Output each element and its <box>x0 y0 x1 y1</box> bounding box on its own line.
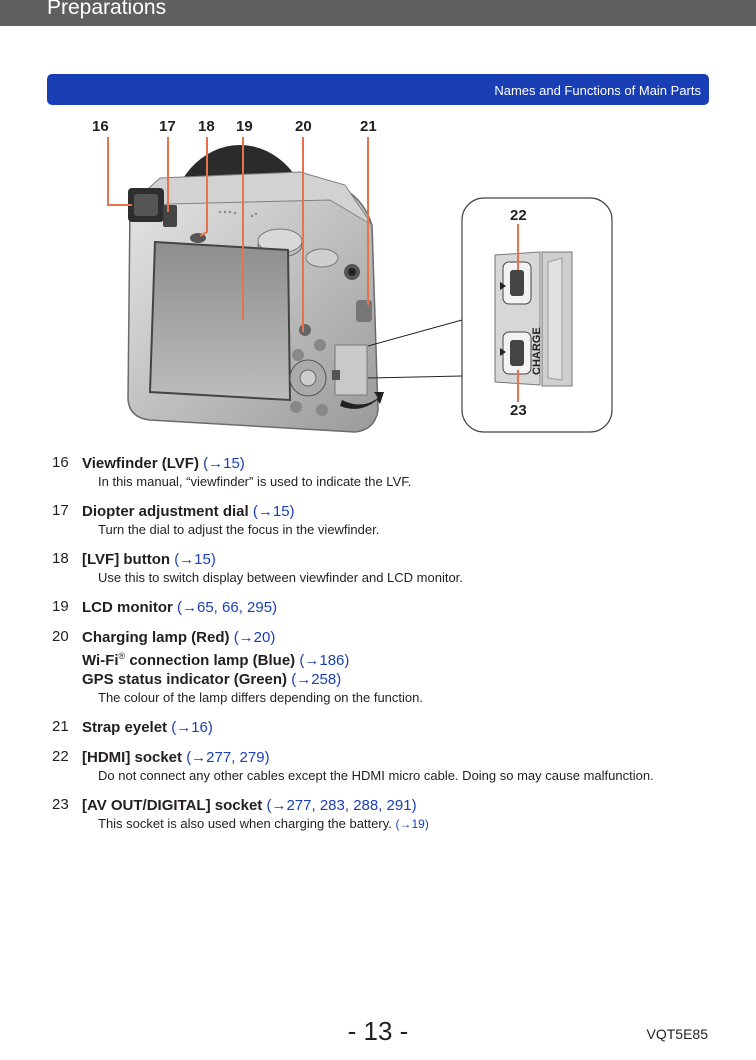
item-label: GPS status indicator (Green) <box>82 671 288 688</box>
item-description: This socket is also used when charging t… <box>98 816 392 831</box>
page-reference-link[interactable]: (→258) <box>291 671 342 688</box>
item-label: [LVF] button <box>82 551 171 568</box>
header-title: Preparations <box>47 0 167 19</box>
callout-17: 17 <box>159 118 176 135</box>
item-label: Strap eyelet <box>82 719 168 736</box>
section-bar: Names and Functions of Main Parts <box>47 74 709 105</box>
item-description: Use this to switch display between viewf… <box>98 570 463 585</box>
list-item: 17 Diopter adjustment dial (→15) Turn th… <box>52 502 702 539</box>
section-title: Names and Functions of Main Parts <box>494 83 701 98</box>
list-item: 21 Strap eyelet (→16) <box>52 718 702 737</box>
item-label: connection lamp (Blue) <box>125 652 296 669</box>
callout-16: 16 <box>92 118 109 135</box>
item-number: 19 <box>52 598 69 615</box>
header-bar: Preparations <box>0 0 756 26</box>
leader-18 <box>199 137 208 237</box>
item-label: [HDMI] socket <box>82 749 183 766</box>
page-reference-link[interactable]: (→19) <box>395 817 429 831</box>
item-number: 21 <box>52 718 69 735</box>
camera-rear-illustration: CHARGE <box>107 137 613 433</box>
list-item: 18 [LVF] button (→15) Use this to switch… <box>52 550 702 587</box>
registered-mark: ® <box>118 651 126 661</box>
item-description: The colour of the lamp differs depending… <box>98 690 423 705</box>
page-reference-link[interactable]: (→277, 283, 288, 291) <box>266 797 417 814</box>
callout-22: 22 <box>510 207 527 224</box>
callout-18: 18 <box>198 118 215 135</box>
strap-eyelet <box>356 300 372 322</box>
list-item: 20 Charging lamp (Red) (→20) Wi-Fi® conn… <box>52 628 702 707</box>
callout-19: 19 <box>236 118 253 135</box>
page-number: - 13 - <box>347 1016 409 1046</box>
item-number: 22 <box>52 748 69 765</box>
page-reference-link[interactable]: (→277, 279) <box>186 749 270 766</box>
item-label: Wi-Fi <box>82 652 119 669</box>
item-label: Viewfinder (LVF) <box>82 455 199 472</box>
item-description: Turn the dial to adjust the focus in the… <box>98 522 380 537</box>
leader-16 <box>107 137 132 206</box>
item-label: Charging lamp (Red) <box>82 629 230 646</box>
callout-20: 20 <box>295 118 312 135</box>
page-reference-link[interactable]: (→186) <box>299 652 350 669</box>
list-item: 19 LCD monitor (→65, 66, 295) <box>52 598 702 617</box>
page-reference-link[interactable]: (→15) <box>174 551 216 568</box>
item-number: 20 <box>52 628 69 645</box>
list-item: 16 Viewfinder (LVF) (→15) In this manual… <box>52 454 702 491</box>
charge-label: CHARGE <box>531 327 543 375</box>
page-reference-link[interactable]: (→15) <box>252 503 295 520</box>
item-description: Do not connect any other cables except t… <box>98 768 654 783</box>
document-code: VQT5E85 <box>646 1026 708 1042</box>
item-number: 17 <box>52 502 69 519</box>
item-number: 18 <box>52 550 69 567</box>
item-number: 16 <box>52 454 69 471</box>
list-item: 23 [AV OUT/DIGITAL] socket (→277, 283, 2… <box>52 796 702 833</box>
item-label: Diopter adjustment dial <box>82 503 249 520</box>
parts-list: 16 Viewfinder (LVF) (→15) In this manual… <box>52 454 702 833</box>
item-description: In this manual, “viewfinder” is used to … <box>98 474 412 489</box>
door-open-arrow <box>340 392 384 409</box>
top-plate <box>128 171 373 226</box>
item-label: LCD monitor <box>82 599 173 616</box>
socket-door <box>334 344 368 396</box>
page-reference-link[interactable]: (→16) <box>171 719 213 736</box>
callout-21: 21 <box>360 118 377 135</box>
lcd-monitor <box>148 240 292 402</box>
list-item: 22 [HDMI] socket (→277, 279) Do not conn… <box>52 748 702 785</box>
item-number: 23 <box>52 796 69 813</box>
callout-23: 23 <box>510 402 527 419</box>
page-reference-link[interactable]: (→20) <box>233 629 276 646</box>
diopter-dial <box>163 205 177 227</box>
item-label: [AV OUT/DIGITAL] socket <box>82 797 263 814</box>
page-reference-link[interactable]: (→15) <box>203 455 245 472</box>
page-reference-link[interactable]: (→65, 66, 295) <box>177 599 278 616</box>
